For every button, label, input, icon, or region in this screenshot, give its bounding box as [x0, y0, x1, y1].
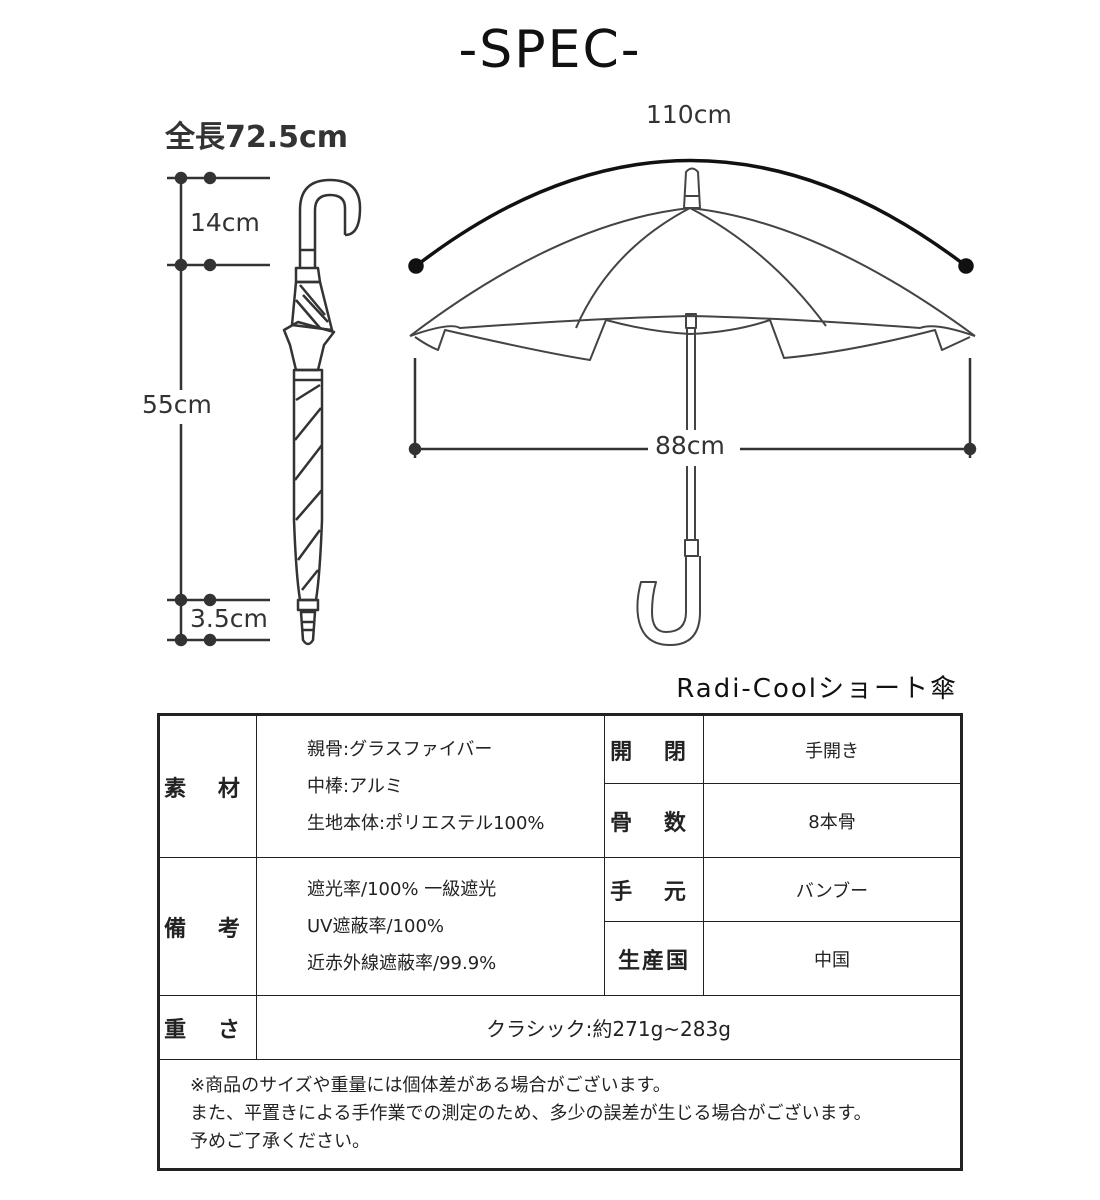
ribs-value: 8本骨	[703, 783, 962, 858]
total-length-label: 全長72.5cm	[165, 120, 349, 155]
disclaimer-line: ※商品のサイズや重量には個体差がある場合がございます。	[190, 1075, 671, 1096]
origin-label: 生産国	[604, 921, 704, 996]
material-item: 中棒:アルミ	[307, 776, 403, 797]
ribs-label: 骨 数	[604, 783, 704, 858]
note-item: 近赤外線遮蔽率/99.9%	[307, 953, 497, 974]
handle-label: 手 元	[604, 857, 704, 922]
tip-length-label: 3.5cm	[190, 604, 268, 633]
closed-dimension-lines	[167, 171, 270, 647]
disclaimer-line: 予めご了承ください。	[190, 1131, 370, 1152]
material-item: 親骨:グラスファイバー	[307, 739, 493, 760]
body-length-label: 55cm	[142, 390, 212, 419]
umbrella-illustrations	[167, 158, 977, 647]
arc-length-label: 110cm	[646, 100, 732, 129]
weight-value: クラシック:約271g~283g	[256, 995, 962, 1060]
closed-umbrella-icon	[282, 178, 362, 646]
arc-measure-line	[408, 158, 974, 274]
page-title: -SPEC-	[458, 20, 642, 80]
note-item: 遮光率/100% 一級遮光	[307, 879, 497, 900]
notes-list: 遮光率/100% 一級遮光 UV遮蔽率/100% 近赤外線遮蔽率/99.9%	[256, 857, 605, 996]
material-list: 親骨:グラスファイバー 中棒:アルミ 生地本体:ポリエステル100%	[256, 714, 605, 858]
material-item: 生地本体:ポリエステル100%	[307, 813, 545, 834]
spec-table: 素 材 親骨:グラスファイバー 中棒:アルミ 生地本体:ポリエステル100% 開…	[157, 713, 963, 1171]
note-item: UV遮蔽率/100%	[307, 916, 445, 937]
material-label: 素 材	[158, 714, 257, 858]
opening-value: 手開き	[703, 714, 962, 784]
weight-label: 重 さ	[158, 995, 257, 1060]
notes-label: 備 考	[158, 857, 257, 996]
handle-length-label: 14cm	[190, 208, 260, 237]
disclaimer-line: また、平置きによる手作業での測定のため、多少の誤差が生じる場合がございます。	[190, 1103, 872, 1124]
origin-value: 中国	[703, 921, 962, 996]
handle-value: バンブー	[703, 857, 962, 922]
disclaimer: ※商品のサイズや重量には個体差がある場合がございます。 また、平置きによる手作業…	[158, 1059, 962, 1170]
diameter-label: 88cm	[655, 431, 725, 460]
opening-label: 開 閉	[604, 714, 704, 784]
product-name: Radi-Coolショート傘	[676, 674, 958, 704]
open-umbrella-icon	[409, 167, 976, 646]
